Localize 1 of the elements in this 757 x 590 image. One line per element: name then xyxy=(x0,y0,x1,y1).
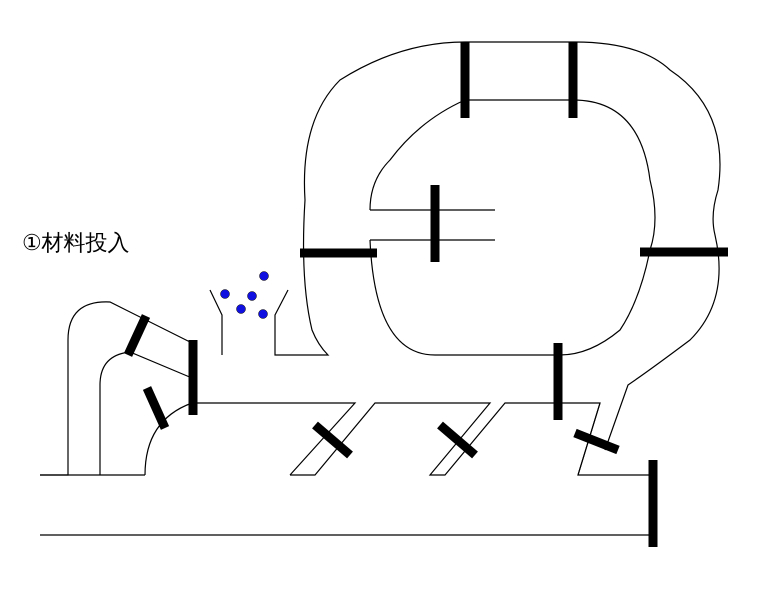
step-label: ①材料投入 xyxy=(22,230,130,258)
